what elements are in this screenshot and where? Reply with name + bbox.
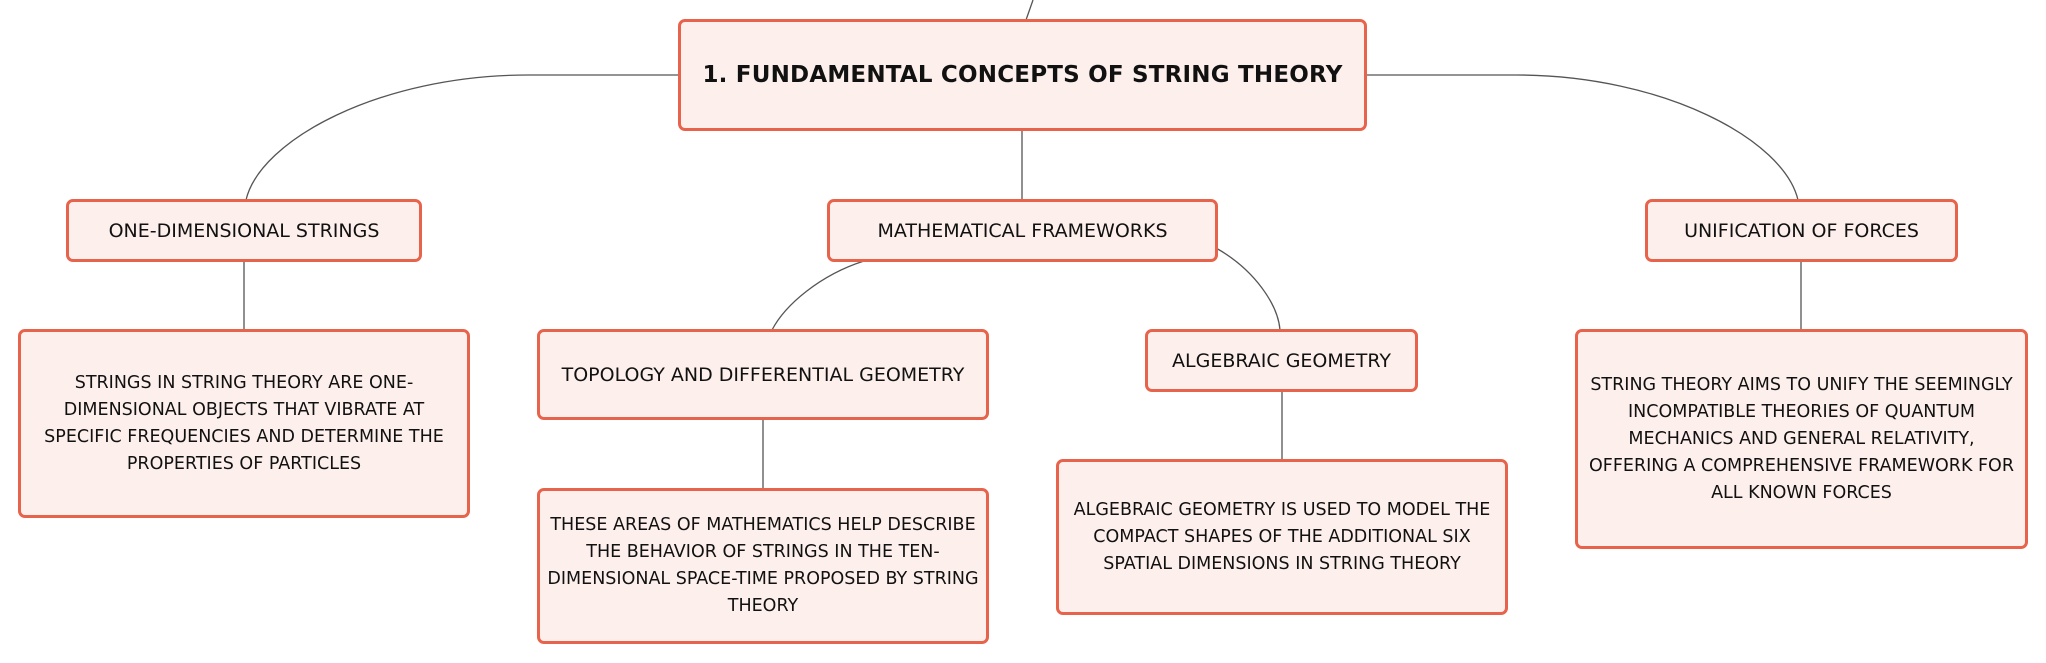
detail-topology-differential-geometry[interactable]: THESE AREAS OF MATHEMATICS HELP DESCRIBE… xyxy=(537,488,989,644)
detail-unification-of-forces-text: STRING THEORY AIMS TO UNIFY THE SEEMINGL… xyxy=(1589,374,2014,503)
connector-root-to-strings xyxy=(245,74,678,201)
detail-unification-of-forces[interactable]: STRING THEORY AIMS TO UNIFY THE SEEMINGL… xyxy=(1575,329,2028,549)
connector-root-to-unification xyxy=(1366,74,1799,201)
connector-frameworks-to-algebraic xyxy=(1215,247,1281,331)
topic-mathematical-frameworks-label: MATHEMATICAL FRAMEWORKS xyxy=(877,219,1168,242)
root-node[interactable]: 1. FUNDAMENTAL CONCEPTS OF STRING THEORY xyxy=(678,19,1367,131)
subtopic-topology-differential-geometry[interactable]: TOPOLOGY AND DIFFERENTIAL GEOMETRY xyxy=(537,329,989,420)
subtopic-algebraic-geometry-label: ALGEBRAIC GEOMETRY xyxy=(1172,349,1391,372)
subtopic-algebraic-geometry[interactable]: ALGEBRAIC GEOMETRY xyxy=(1145,329,1418,392)
subtopic-topology-differential-geometry-label: TOPOLOGY AND DIFFERENTIAL GEOMETRY xyxy=(561,363,965,386)
detail-one-dimensional-strings[interactable]: STRINGS IN STRING THEORY ARE ONE-DIMENSI… xyxy=(18,329,470,518)
connector-root-to-parent xyxy=(1025,0,1034,21)
detail-one-dimensional-strings-text: STRINGS IN STRING THEORY ARE ONE-DIMENSI… xyxy=(44,372,444,474)
topic-mathematical-frameworks[interactable]: MATHEMATICAL FRAMEWORKS xyxy=(827,199,1218,262)
detail-algebraic-geometry[interactable]: ALGEBRAIC GEOMETRY IS USED TO MODEL THE … xyxy=(1056,459,1508,615)
topic-one-dimensional-strings[interactable]: ONE-DIMENSIONAL STRINGS xyxy=(66,199,422,262)
topic-one-dimensional-strings-label: ONE-DIMENSIONAL STRINGS xyxy=(108,219,380,242)
root-node-label: 1. FUNDAMENTAL CONCEPTS OF STRING THEORY xyxy=(702,62,1343,88)
detail-topology-differential-geometry-text: THESE AREAS OF MATHEMATICS HELP DESCRIBE… xyxy=(547,515,979,616)
connector-frameworks-to-topology xyxy=(771,260,865,331)
topic-unification-of-forces-label: UNIFICATION OF FORCES xyxy=(1684,219,1919,242)
detail-algebraic-geometry-text: ALGEBRAIC GEOMETRY IS USED TO MODEL THE … xyxy=(1073,499,1491,574)
topic-unification-of-forces[interactable]: UNIFICATION OF FORCES xyxy=(1645,199,1958,262)
